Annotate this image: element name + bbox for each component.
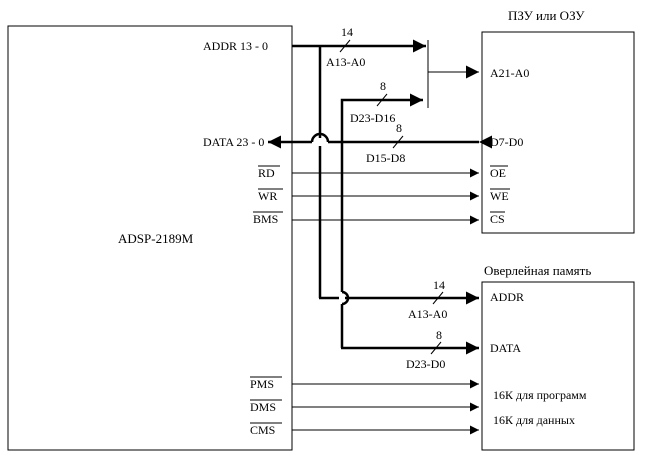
hi-data-slash	[376, 93, 388, 107]
rom-pin-addr: A21-A0	[490, 66, 529, 80]
overlay-pin-datamem: 16К для данных	[493, 413, 575, 427]
rom-pin-data: D7-D0	[490, 135, 523, 149]
rom-pin-oe: OE	[490, 166, 506, 180]
overlay-memory-block	[481, 281, 635, 451]
pin-addr: ADDR 13 - 0	[203, 39, 268, 53]
hi-data-width: 8	[380, 79, 386, 93]
pin-rd: RD	[258, 166, 275, 180]
overlay-pin-data: DATA	[490, 341, 521, 355]
ov-data-slash	[430, 341, 442, 355]
ov-data-width: 8	[436, 328, 442, 342]
pin-wr: WR	[258, 189, 277, 203]
top-addr-slash	[339, 39, 351, 53]
ov-addr-width: 14	[433, 278, 445, 292]
top-addr-width: 14	[341, 25, 353, 39]
overlay-pin-addr: ADDR	[490, 290, 524, 304]
pin-cms: CMS	[250, 423, 275, 437]
ov-addr-label: A13-A0	[408, 307, 447, 321]
lo-data-slash	[392, 135, 404, 149]
rom-ram-block	[481, 31, 635, 234]
pin-dms: DMS	[250, 400, 276, 414]
pin-data: DATA 23 - 0	[203, 135, 264, 149]
rom-pin-we: WE	[490, 189, 509, 203]
crossover-hop-2	[341, 290, 350, 306]
ov-addr-slash	[432, 291, 444, 305]
adsp-chip-block	[7, 25, 293, 451]
rom-pin-cs: CS	[490, 212, 505, 226]
overlay-pin-prog: 16К для программ	[493, 388, 587, 402]
lo-data-label: D15-D8	[366, 151, 405, 165]
pin-pms: PMS	[250, 377, 274, 391]
overlay-title: Оверлейная память	[484, 263, 591, 278]
pin-bms: BMS	[253, 212, 278, 226]
crossover-hop	[310, 132, 330, 143]
hi-data-label: D23-D16	[350, 111, 395, 125]
high-data-bus	[340, 93, 423, 348]
lo-data-width: 8	[396, 121, 402, 135]
chip-name: ADSP-2189M	[118, 231, 194, 246]
rom-title: ПЗУ или ОЗУ	[508, 8, 585, 23]
ov-data-label: D23-D0	[406, 357, 445, 371]
top-addr-label: A13-A0	[326, 55, 365, 69]
